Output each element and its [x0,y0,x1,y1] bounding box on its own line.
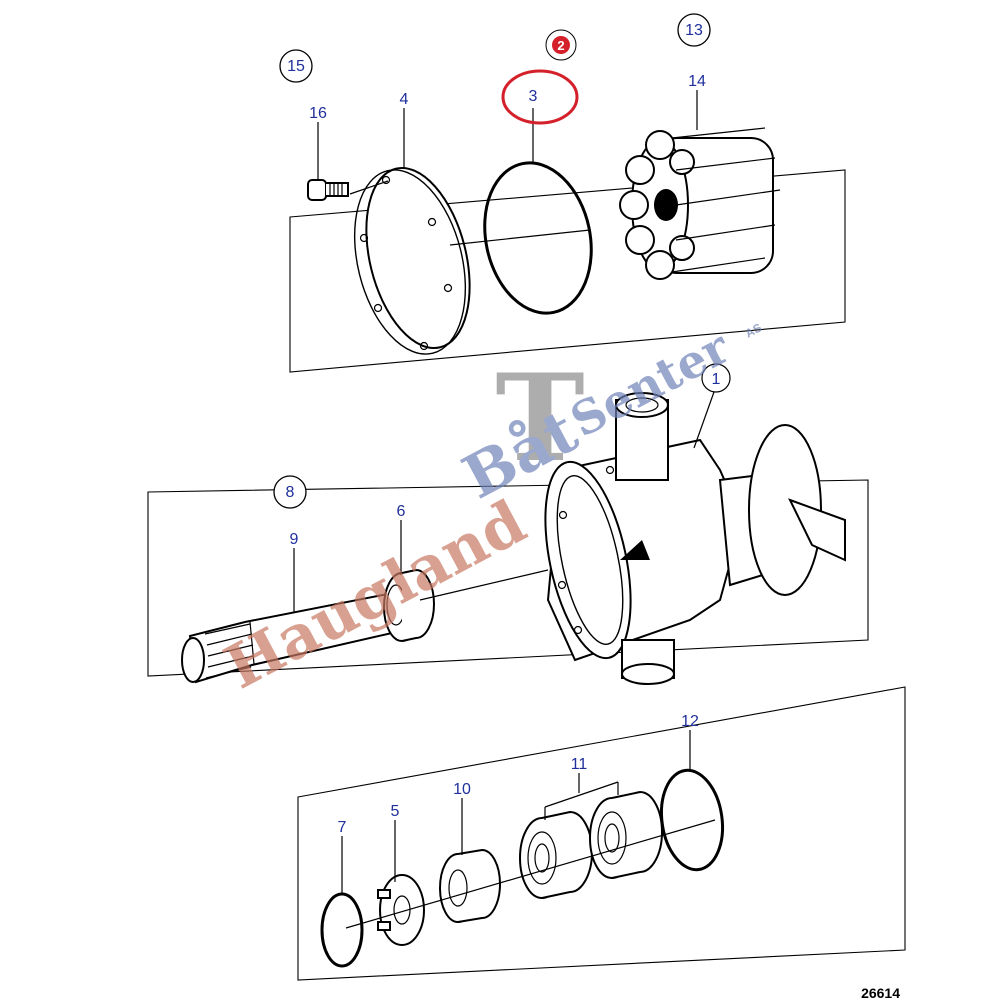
watermark-part1: Haugland [214,487,537,703]
callout-1[interactable]: 1 [712,371,721,388]
callout-11[interactable]: 11 [571,756,588,773]
callout-10[interactable]: 10 [453,781,471,798]
callout-3[interactable]: 3 [529,88,538,105]
ball-bearing-1-part [519,810,593,899]
callout-4[interactable]: 4 [400,91,409,108]
callout-3-highlight-ring [501,69,579,125]
callout-16[interactable]: 16 [309,105,327,122]
callout-5[interactable]: 5 [391,803,400,820]
callout-7[interactable]: 7 [338,819,347,836]
cover-plate-part [353,166,471,355]
screw-part [307,179,349,201]
drawing-reference-number: 26614 [861,985,900,1000]
group-label-15: 15 [287,58,305,75]
callout-1-circle [701,363,731,393]
callout-14[interactable]: 14 [688,73,706,90]
o-ring-part [483,161,593,315]
watermark-suffix: AS [743,320,764,340]
group-label-8: 8 [286,484,295,501]
shaft-seal-part [383,568,435,642]
circlip-part [659,768,725,872]
group-marker-8 [273,475,307,509]
frame-bearing-group [297,686,906,981]
group-marker-15 [279,49,313,83]
ball-bearing-2-part [589,790,663,879]
slinger-plate-part [377,874,425,946]
group-label-13: 13 [685,22,703,39]
group-marker-2-highlight[interactable] [552,36,570,54]
watermark-logo-letter: T [495,348,584,489]
seal-ring-part [439,848,501,923]
group-label-2[interactable]: 2 [557,38,564,53]
pump-housing-part [544,392,846,685]
callout-6[interactable]: 6 [397,503,406,520]
callout-9[interactable]: 9 [290,531,299,548]
callout-12[interactable]: 12 [681,713,699,730]
leader-lines [293,90,715,895]
impeller-part [619,127,781,280]
group-marker-13 [677,13,711,47]
o-ring-small-part [320,892,364,968]
